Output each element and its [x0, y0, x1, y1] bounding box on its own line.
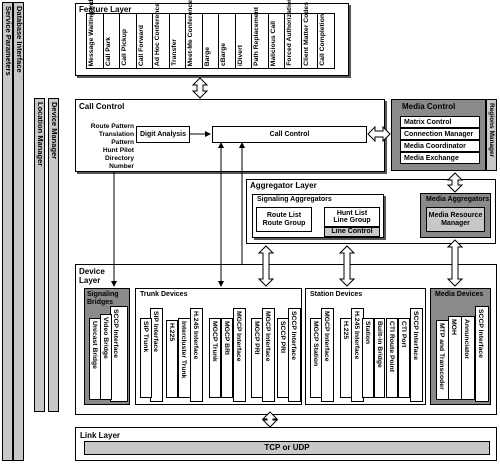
feature-cbarge: cBarge — [218, 13, 236, 69]
location-manager-label: Location Manager — [36, 102, 45, 167]
media-control-title: Media Control — [402, 102, 456, 111]
station-devices-title: Station Devices — [310, 291, 363, 298]
h245-interface-trunk: H.245 Interface — [190, 308, 203, 402]
video-bridge: Video Bridge — [100, 314, 112, 400]
line-group-label: Line Group — [333, 217, 371, 224]
route-group-label: Route Group — [262, 219, 306, 227]
sip-trunk: SIP Trunk — [140, 318, 152, 398]
mgcp-station: MGCP Station — [310, 318, 322, 398]
sccp-interface-trunk: SCCP Interface — [288, 308, 301, 402]
mgcp-interface-pri: MGCP Interface — [262, 308, 275, 402]
trunk-devices-title: Trunk Devices — [140, 291, 188, 298]
feature-malicious-call: Malicious Call — [267, 13, 285, 69]
route-pattern-label: Route Pattern — [90, 123, 134, 130]
feature-path-replacement: Path Replacement — [251, 7, 269, 69]
mgcp-interface-trunk: MGCP Interface — [233, 308, 246, 402]
regions-manager-label: Regions Manager — [488, 103, 495, 158]
feature-forced-authorization-codes: Forced Authorization Codes — [284, 0, 302, 69]
translation-pattern-label: Translation Pattern — [98, 131, 134, 146]
digit-analysis-box: Digit Analysis — [136, 126, 190, 143]
cti-port: CTI Port — [398, 318, 410, 398]
call-control-inputs: Route Pattern Translation Pattern Hunt P… — [80, 123, 134, 171]
regions-manager-bar: Regions Manager — [486, 99, 497, 171]
connector-feature-callcontrol — [191, 77, 209, 99]
device-layer-title: Device Layer — [79, 267, 105, 285]
route-list-group-box: Route List Route Group — [256, 207, 312, 232]
tcp-udp-box: TCP or UDP — [84, 441, 490, 455]
h225-station: H.225 — [340, 318, 352, 398]
intercluster-trunk: Intercluster Trunk — [178, 318, 191, 398]
feature-call-completion: Call Completion — [317, 13, 335, 69]
moh: MOH — [448, 316, 462, 400]
sccp-interface-media: SCCP Interface — [475, 306, 489, 402]
aggregator-layer-title: Aggregator Layer — [250, 181, 317, 190]
sccp-pri: SCCP PRI — [277, 318, 289, 398]
hunt-list-line-group-box: Hunt List Line Group — [324, 207, 380, 227]
media-resource-manager-box: Media Resource Manager — [426, 207, 485, 232]
directory-number-label: Directory Number — [105, 155, 134, 170]
feature-idivert: iDivert — [234, 13, 252, 69]
feature-layer-title: Feature Layer — [79, 5, 132, 14]
signaling-bridges-title: Signaling Bridges — [87, 291, 119, 306]
call-control-box: Call Control — [212, 126, 367, 143]
media-devices-title: Media Devices — [435, 291, 484, 298]
unicast-bridge: Unicast Bridge — [89, 318, 101, 400]
mgcp-pri: MGCP PRI — [251, 318, 263, 398]
feature-transfer: Transfer — [168, 13, 186, 69]
cti-route-point: CTI Route Point — [386, 318, 398, 398]
built-in-bridge: Built-in Bridge — [374, 318, 385, 398]
sccp-interface-station: SCCP Interface — [410, 308, 423, 402]
matrix-control-box: Matrix Control — [400, 116, 480, 128]
feature-call-forward: Call Forward — [135, 13, 153, 69]
media-aggregators-title: Media Aggregators — [426, 196, 490, 203]
connection-manager-box: Connection Manager — [400, 128, 480, 140]
route-list-label: Route List — [266, 212, 302, 220]
feature-client-matter-codes: Client Matter Codes — [300, 2, 318, 69]
hunt-pilot-label: Hunt Pilot — [102, 147, 134, 154]
line-control-box: Line Control — [324, 227, 380, 237]
station: Station — [362, 318, 374, 398]
link-layer-title: Link Layer — [80, 431, 121, 440]
annunciator: Annunciator — [461, 316, 475, 400]
database-interface-label: Database Interface — [15, 6, 24, 73]
call-control-title: Call Control — [79, 102, 125, 111]
mtp-and-transcoder: MTP and Transcoder — [436, 320, 449, 400]
device-manager-bar: Device Manager — [48, 98, 59, 412]
sip-interface: SIP Interface — [150, 308, 163, 402]
location-manager-bar: Location Manager — [34, 98, 45, 412]
mgcp-interface-station: MGCP Interface — [321, 308, 334, 402]
mgcp-trunk: MGCP Trunk — [209, 318, 221, 398]
feature-call-pickup: Call Pickup — [119, 13, 137, 69]
feature-barge: Barge — [201, 13, 219, 69]
mgcp-bri: MGCP BRI — [221, 318, 233, 398]
hunt-list-label: Hunt List — [336, 209, 368, 217]
feature-ad-hoc-conference: Ad Hoc Conference — [152, 3, 170, 69]
feature-meet-me-conference: Meet-Me Conference — [185, 0, 203, 69]
feature-message-waiting-indicator: Message Waiting Indicator — [86, 0, 104, 69]
database-interface-bar: Database Interface — [13, 2, 24, 461]
service-parameters-label: Service Parameters — [4, 6, 13, 76]
media-coordinator-box: Media Coordinator — [400, 140, 480, 152]
feature-call-park: Call Park — [102, 13, 120, 69]
sccp-interface-bridges: SCCP Interface — [110, 306, 128, 402]
media-exchange-box: Media Exchange — [400, 152, 480, 164]
service-parameters-bar: Service Parameters — [2, 2, 13, 461]
device-manager-label: Device Manager — [50, 102, 59, 160]
h225-trunk-a: H.225 — [166, 320, 178, 398]
signaling-aggregators-title: Signaling Aggregators — [257, 196, 332, 203]
